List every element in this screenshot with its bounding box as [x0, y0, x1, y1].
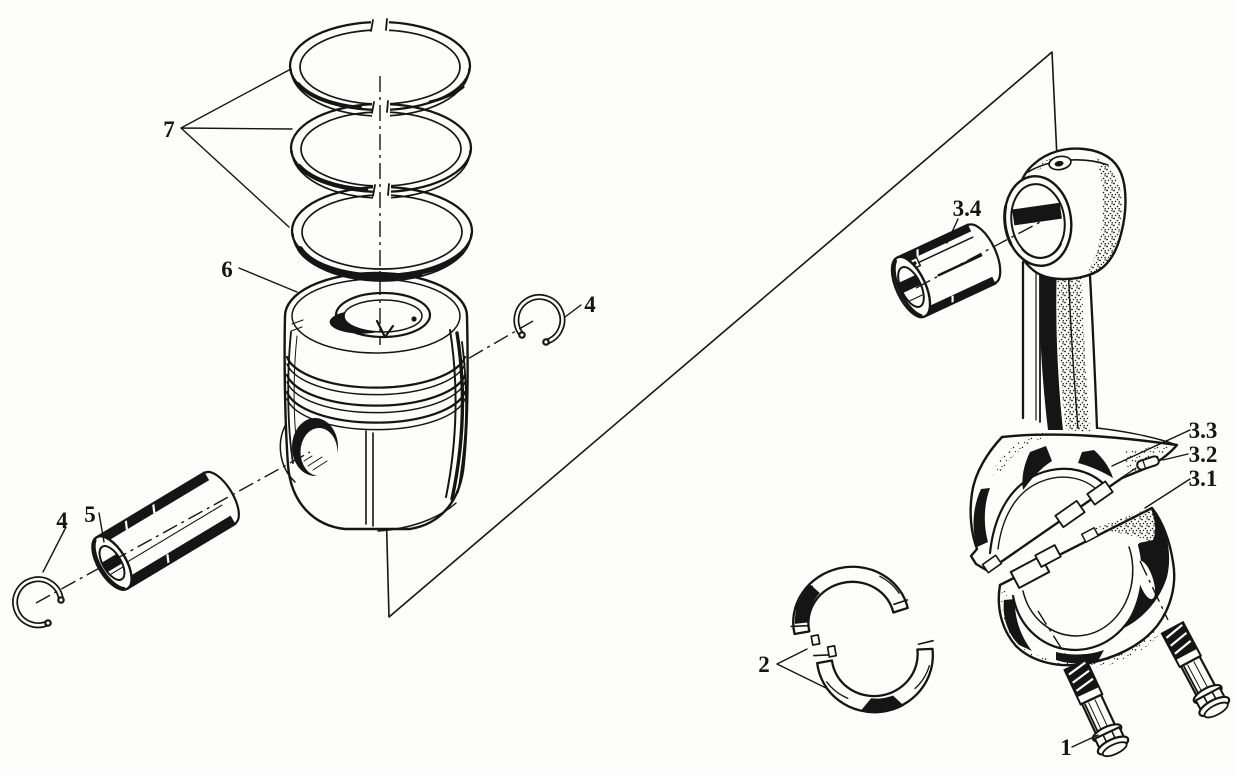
piston-ring-3 — [290, 179, 474, 282]
leader-piston — [238, 267, 298, 293]
rod-shank — [1021, 256, 1178, 446]
connecting-rod — [969, 147, 1179, 574]
center-axes — [35, 76, 1169, 660]
section-plane — [385, 51, 1058, 618]
callout-shell-upper: 3.3 — [1189, 418, 1218, 443]
leader-shell-upper — [1111, 429, 1191, 467]
leader-rings — [180, 69, 293, 228]
piston-rings — [288, 14, 474, 282]
callout-shells: 2 — [758, 652, 770, 677]
callout-piston-pin: 5 — [84, 502, 96, 527]
shell-tab — [826, 645, 838, 658]
callout-piston-rings: 7 — [163, 117, 175, 142]
bearing-cap — [997, 506, 1176, 669]
bearing-shell-upper — [790, 565, 909, 646]
bolt-hole — [1136, 560, 1156, 600]
callout-locating-pin: 3.2 — [1189, 442, 1218, 467]
small-end-bushing — [890, 223, 1002, 319]
callout-bolt: 1 — [1060, 735, 1072, 760]
callout-piston: 6 — [221, 257, 233, 282]
bolt-left-axis — [1037, 610, 1069, 660]
small-end-bore — [1003, 175, 1073, 267]
leader-circlip-right — [564, 304, 582, 318]
leader-shells — [776, 648, 827, 689]
bearing-shells — [790, 565, 934, 714]
bushing-axis — [915, 219, 1045, 289]
joint-face-notch — [1054, 499, 1086, 529]
leader-lines — [42, 69, 1191, 748]
callout-bushing: 3.4 — [953, 196, 982, 221]
pin-bore — [279, 418, 338, 483]
leader-bushing — [946, 218, 959, 244]
ring-grooves — [285, 355, 467, 431]
rod-small-end — [1003, 147, 1127, 281]
shell-tab — [810, 634, 821, 646]
oil-hole — [1048, 155, 1072, 171]
circlip-right-axis — [458, 320, 534, 365]
piston — [279, 271, 469, 532]
locating-pin — [1120, 455, 1160, 479]
cap-tab — [1034, 544, 1062, 568]
piston-pin — [91, 470, 240, 591]
piston-crown-bowl — [329, 291, 432, 339]
bearing-shell-lower — [813, 639, 934, 714]
callout-circlip-right: 4 — [584, 292, 596, 317]
callout-circlip-left: 4 — [56, 508, 68, 533]
callout-cap: 3.1 — [1189, 466, 1218, 491]
leader-cap — [1144, 478, 1191, 509]
pin-axis — [35, 451, 311, 604]
circlip-left — [12, 576, 65, 629]
joint-face-notch — [1086, 480, 1114, 506]
rod-bolts — [1063, 620, 1231, 758]
bolt-right-axis — [1139, 560, 1169, 621]
callout-labels: 7 6 4 4 5 3.4 3.3 3.2 3.1 2 1 — [56, 117, 1217, 760]
leader-pin — [98, 512, 105, 543]
leader-bolt — [1071, 734, 1099, 748]
rod-bolt-left — [1063, 658, 1130, 758]
leader-circlip-left — [42, 526, 67, 573]
rod-bolt-right — [1160, 620, 1231, 719]
cap-slot — [1080, 526, 1100, 544]
leader-locating-pin — [1162, 453, 1189, 461]
circlip-right — [513, 294, 566, 346]
rod-big-end-upper — [969, 430, 1179, 574]
